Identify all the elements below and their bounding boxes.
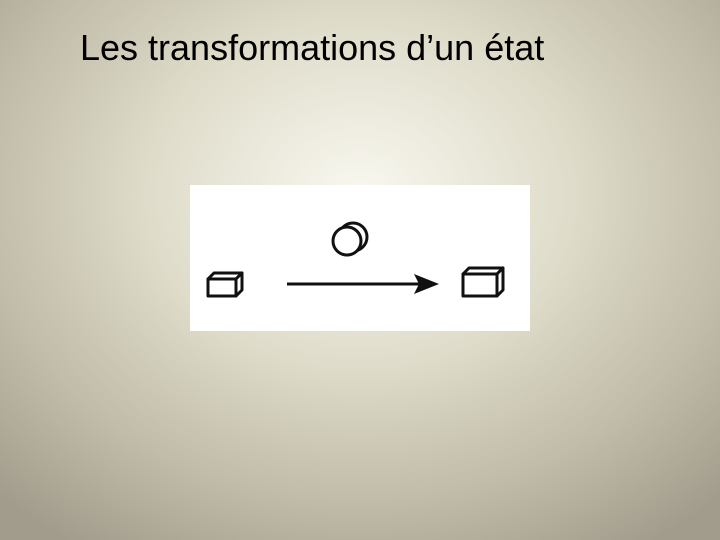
transformation-circles-icon bbox=[331, 221, 369, 257]
initial-state-cube-icon bbox=[206, 271, 244, 298]
transformation-diagram bbox=[206, 221, 505, 298]
transformation-arrow bbox=[287, 274, 439, 294]
slide-title: Les transformations d’un état bbox=[80, 27, 545, 68]
final-state-cube-icon bbox=[461, 266, 505, 298]
diagram-panel bbox=[190, 185, 530, 331]
